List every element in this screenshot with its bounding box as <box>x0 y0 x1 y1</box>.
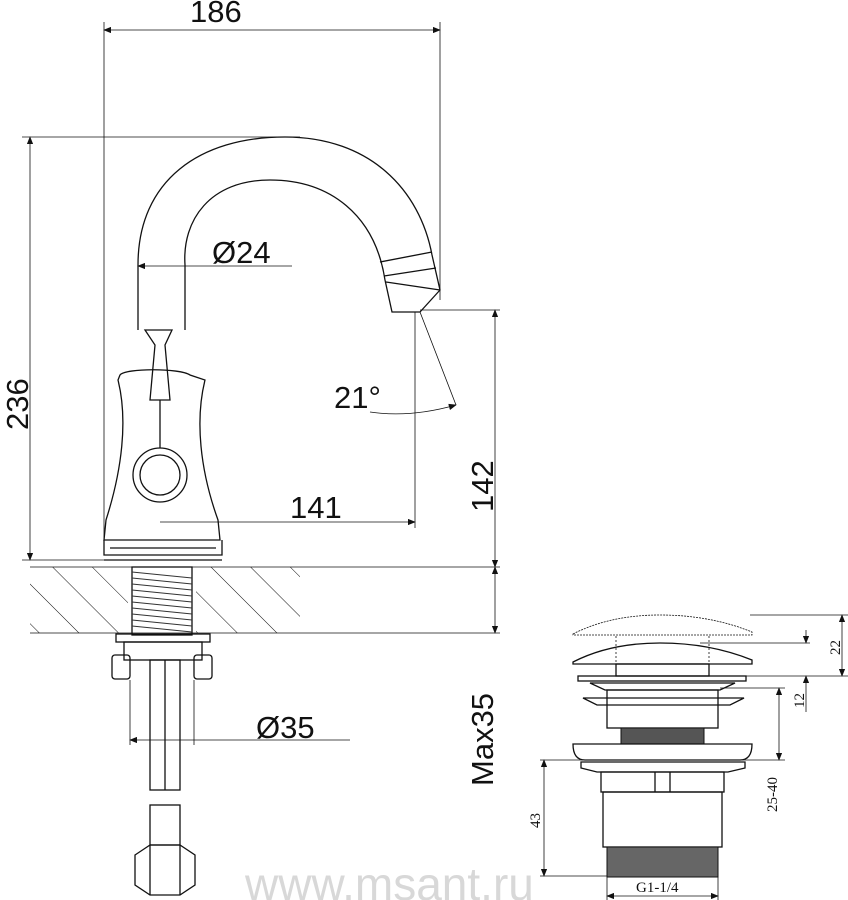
width-label: 186 <box>190 0 242 29</box>
dimension-spout-angle: 21° <box>334 311 457 415</box>
max-counter-label: Max35 <box>465 693 500 786</box>
drain-valve <box>572 614 753 878</box>
dimension-width: 186 <box>103 0 441 550</box>
dimension-spout-reach: 141 <box>160 312 416 528</box>
drain-open-label: 22 <box>828 640 844 655</box>
spout-angle-label: 21° <box>334 380 381 415</box>
drain-lift-label: 12 <box>792 693 808 708</box>
watermark: www.msant.ru <box>244 858 534 900</box>
drain-thread-label: G1-1/4 <box>636 880 679 896</box>
drain-counter-range-label: 25-40 <box>765 777 781 812</box>
drain-dimension-lines: 22 12 25-40 43 G1-1/4 <box>528 614 848 900</box>
spout-diameter-label: Ø24 <box>212 235 271 270</box>
drain-height-label: 43 <box>528 813 544 828</box>
faucet-shank <box>111 566 213 896</box>
dimension-spout-diameter: Ø24 <box>137 235 292 270</box>
dimension-shank-diameter: Ø35 <box>129 680 350 745</box>
spout-height-label: 142 <box>465 460 500 512</box>
dimension-max-counter: Max35 <box>465 566 500 786</box>
height-label: 236 <box>0 378 35 430</box>
shank-diameter-label: Ø35 <box>256 710 315 745</box>
countertop-section <box>30 566 500 634</box>
faucet-body <box>103 136 441 561</box>
spout-reach-label: 141 <box>290 490 342 525</box>
dimension-spout-height: 142 <box>420 309 500 568</box>
dimension-height: 236 <box>0 136 300 561</box>
